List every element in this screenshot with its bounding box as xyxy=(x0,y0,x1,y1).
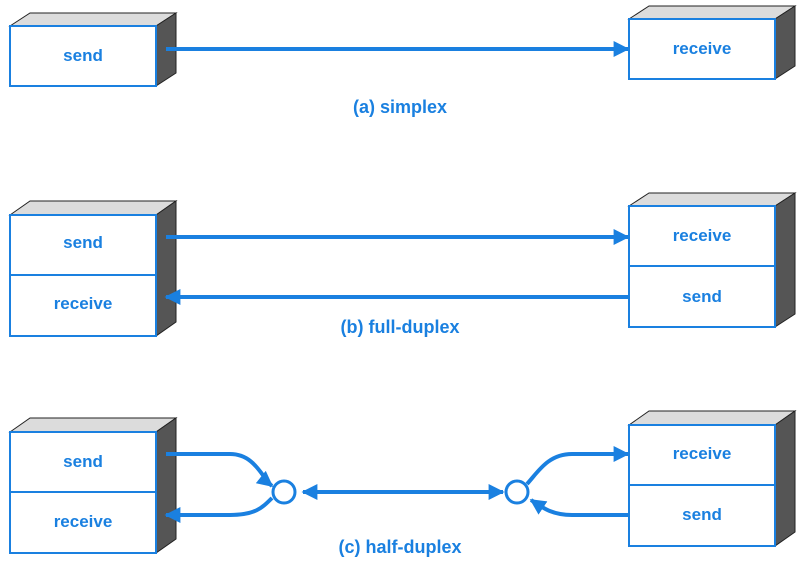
half-duplex-left-send-label: send xyxy=(63,452,103,471)
full-duplex-right-send-box xyxy=(628,265,776,328)
half-duplex-right-send-wire xyxy=(529,498,629,517)
full-duplex-left-send-label: send xyxy=(63,233,103,252)
full-duplex-left-station: send receive xyxy=(8,200,178,337)
simplex-send-box xyxy=(9,25,157,87)
half-duplex-right-receive-wire xyxy=(525,446,630,486)
half-duplex-left-send-box xyxy=(9,431,157,493)
half-duplex-left-send-wire xyxy=(166,452,274,488)
half-duplex-right-receive-label: receive xyxy=(673,444,732,463)
simplex-left-station: send xyxy=(8,12,178,87)
simplex-send-label: send xyxy=(63,46,103,65)
half-duplex-left-station: send receive xyxy=(8,417,178,554)
full-duplex-right-station: receive send xyxy=(627,192,797,328)
full-duplex-right-receive-label: receive xyxy=(673,226,732,245)
half-duplex-right-switch-node xyxy=(504,479,530,505)
simplex-receive-label: receive xyxy=(673,39,732,58)
half-duplex-section: send receive receive send (c) half-duple… xyxy=(8,410,797,557)
full-duplex-left-receive-label: receive xyxy=(54,294,113,313)
full-duplex-section: send receive receive send (b) full-duple… xyxy=(8,192,797,337)
half-duplex-caption: (c) half-duplex xyxy=(338,537,461,557)
simplex-right-station: receive xyxy=(627,5,797,80)
half-duplex-left-receive-wire xyxy=(164,496,274,523)
full-duplex-left-receive-box xyxy=(9,274,157,337)
simplex-caption: (a) simplex xyxy=(353,97,447,117)
half-duplex-right-send-box xyxy=(628,484,776,547)
full-duplex-right-send-label: send xyxy=(682,287,722,306)
half-duplex-right-send-label: send xyxy=(682,505,722,524)
simplex-section: send receive (a) simplex xyxy=(8,5,797,117)
full-duplex-caption: (b) full-duplex xyxy=(341,317,460,337)
full-duplex-right-receive-box xyxy=(628,205,776,267)
half-duplex-left-receive-box xyxy=(9,491,157,554)
half-duplex-left-receive-label: receive xyxy=(54,512,113,531)
half-duplex-left-switch-node xyxy=(271,479,297,505)
half-duplex-right-station: receive send xyxy=(627,410,797,547)
